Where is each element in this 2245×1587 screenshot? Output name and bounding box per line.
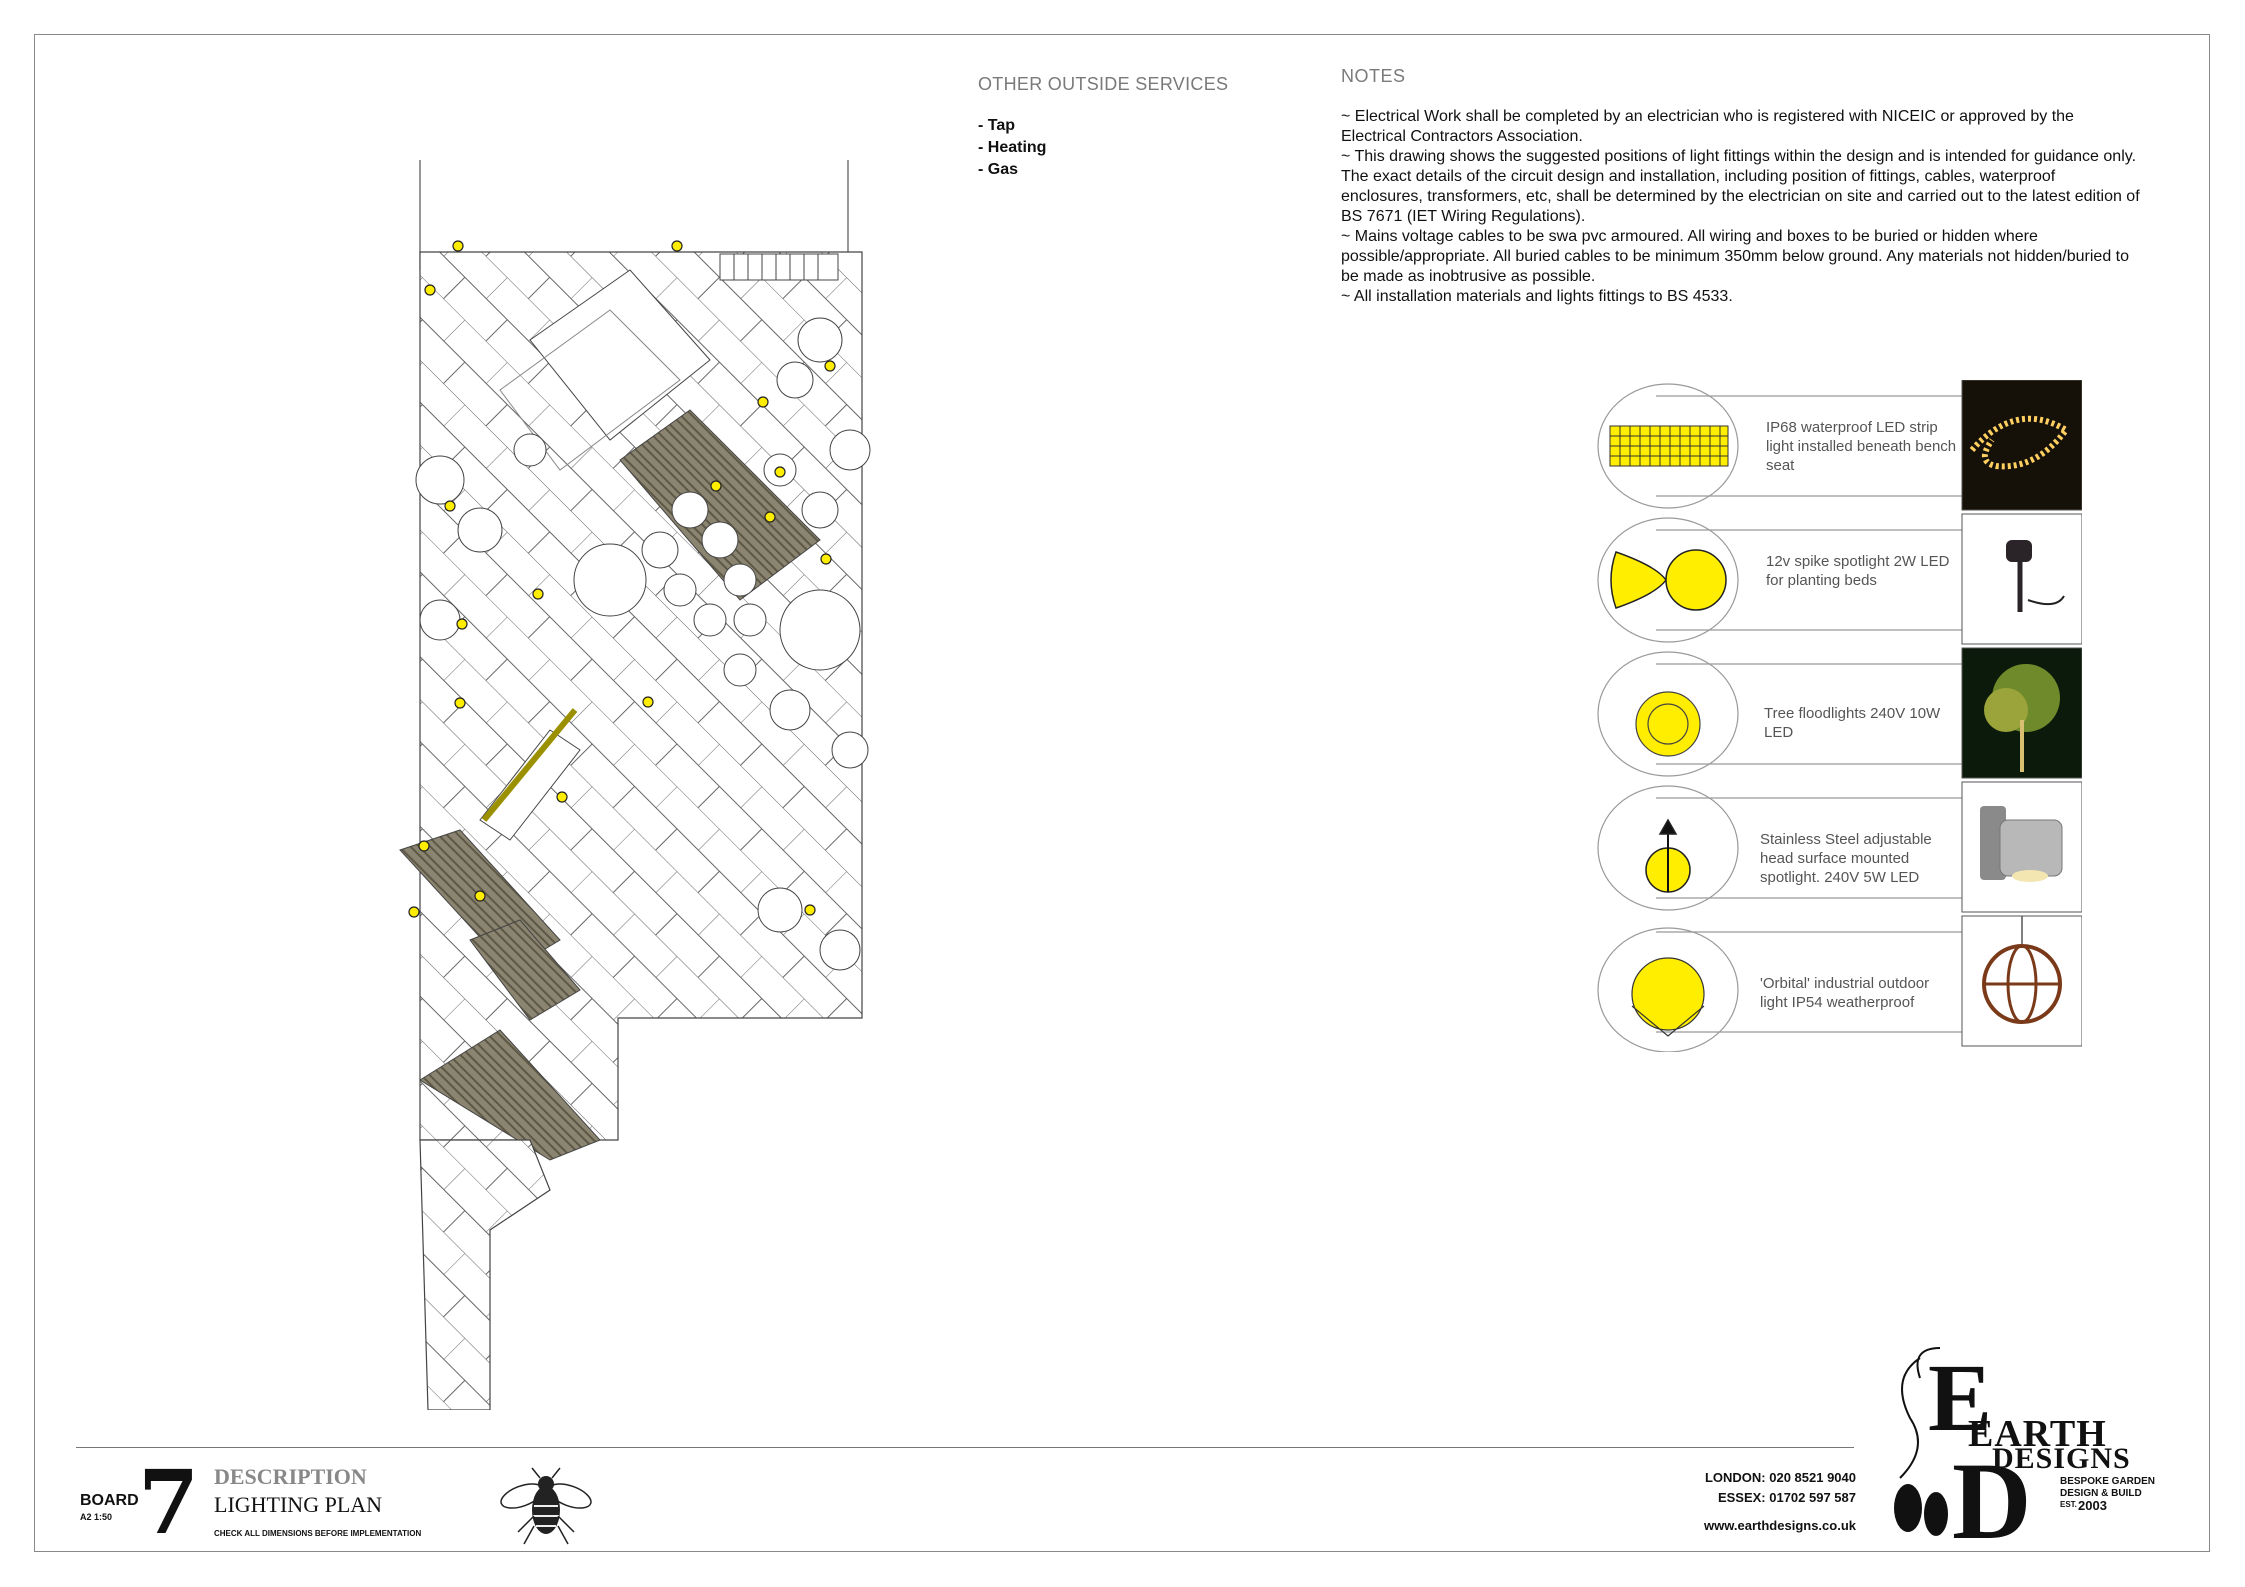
light-marker [757,396,769,408]
lighting-legend [1597,380,2082,1052]
description-heading: DESCRIPTION [214,1464,367,1489]
logo-subtitle: BESPOKE GARDEN [2060,1476,2156,1487]
svg-text:D: D [1952,1440,2031,1556]
wall-spotlight-symbol [1645,818,1691,893]
service-item: - Gas [978,161,1019,178]
drawing-border [34,34,2210,1552]
timber-deck [619,409,821,601]
garden-lighting-plan [399,160,871,1410]
light-marker [671,240,683,252]
bee-logo-icon [500,1467,592,1545]
light-marker [474,890,486,902]
light-marker [820,553,832,565]
light-marker [824,360,836,372]
service-item: - Heating [978,139,1047,156]
logo-subtitle: DESIGN & BUILD [2060,1488,2142,1499]
timber-deck [469,919,581,1021]
bench-seat [479,729,581,841]
tree-floodlight-photo [1961,647,2082,779]
notes-heading: NOTES [1341,66,1406,86]
light-marker [452,240,464,252]
light-marker [408,906,420,918]
light-marker [454,697,466,709]
spike-spotlight-photo [1961,513,2082,645]
timber-deck [419,1029,601,1161]
light-marker [804,904,816,916]
tree-floodlight-symbol [1635,691,1701,757]
essex-phone: ESSEX: 01702 597 587 [1717,1490,1856,1505]
website-link[interactable]: www.earthdesigns.co.uk [1704,1518,1856,1533]
logo-designs: DESIGNS [1992,1442,2131,1475]
outside-services: OTHER OUTSIDE SERVICES - Tap - Heating -… [978,74,1298,181]
description-title: LIGHTING PLAN [214,1492,383,1517]
svg-text:E: E [1928,1344,1992,1451]
check-dimensions-note: CHECK ALL DIMENSIONS BEFORE IMPLEMENTATI… [214,1529,422,1538]
led-strip-run [481,708,578,822]
note-line: ~ Mains voltage cables to be swa pvc arm… [1341,228,2129,285]
logo-earth: EARTH [1968,1413,2107,1455]
lounge-area [529,269,711,441]
light-marker [456,618,468,630]
logo-year: 2003 [2078,1498,2107,1513]
light-marker [532,588,544,600]
services-heading: OTHER OUTSIDE SERVICES [978,74,1229,94]
legend-text-wall-spotlight: Stainless Steel adjustable head surface … [1760,831,1932,886]
led-strip-symbol [1609,425,1729,467]
legend-text-led-strip: IP68 waterproof LED strip light installe… [1766,419,1957,474]
light-marker [710,480,722,492]
orbital-light-photo [1961,915,2082,1047]
note-line: ~ This drawing shows the suggested posit… [1341,148,2140,225]
board-label: BOARD [80,1492,139,1509]
light-marker [418,840,430,852]
orbital-light-symbol [1631,957,1705,1037]
notes-block: NOTES ~ Electrical Work shall be complet… [1341,66,2141,307]
london-phone: LONDON: 020 8521 9040 [1704,1470,1856,1485]
legend-text-orbital-light: 'Orbital' industrial outdoor light IP54 … [1760,975,1930,1011]
logo-est: EST. [2060,1500,2077,1509]
board-number: 7 [138,1450,200,1554]
service-item: - Tap [978,117,1016,134]
footer-divider [76,1447,1854,1448]
light-marker [556,791,568,803]
bench-outline [719,253,839,281]
scale-label: A2 1:50 [80,1512,113,1522]
light-fittings [408,240,836,918]
note-line: ~ All installation materials and lights … [1341,288,1733,305]
note-line: ~ Electrical Work shall be completed by … [1341,108,2074,145]
light-marker [642,696,654,708]
light-marker [774,466,786,478]
light-marker [424,284,436,296]
legend-text-spike-spotlight: 12v spike spotlight 2W LED for planting … [1766,553,1950,589]
spike-spotlight-symbol [1610,549,1727,611]
planting [415,317,871,971]
phone-numbers: LONDON: 020 8521 9040 ESSEX: 01702 597 5… [1600,1468,1856,1508]
wall-spotlight-photo [1961,781,2082,913]
side-passage [419,1139,551,1410]
light-marker [444,500,456,512]
legend-text-tree-floodlight: Tree floodlights 240V 10W LED [1764,705,1941,741]
light-marker [764,511,776,523]
led-strip-photo [1961,380,2082,511]
earth-designs-logo-icon: E D [1894,1344,2031,1556]
